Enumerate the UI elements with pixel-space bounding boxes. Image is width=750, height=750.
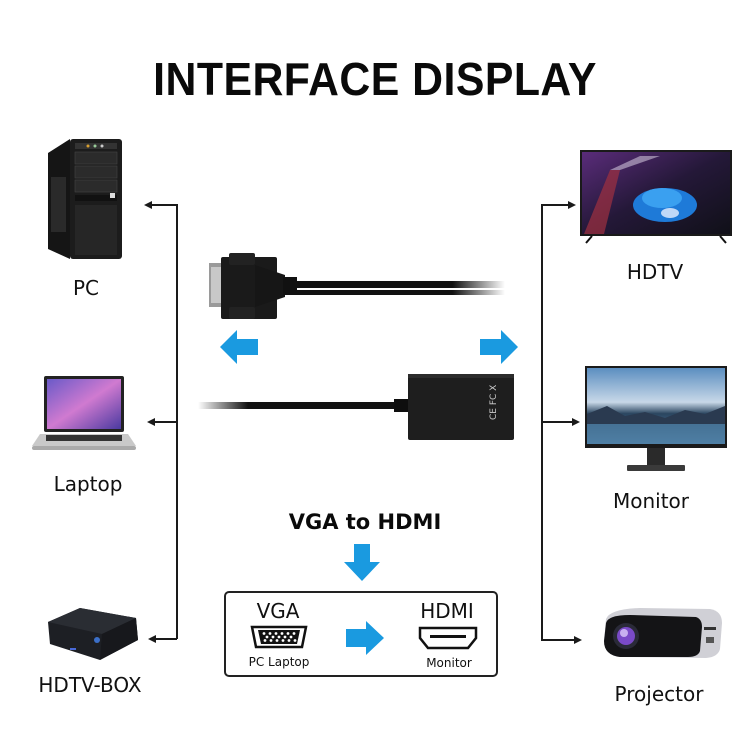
blue-arrow-right-small-icon <box>346 621 384 655</box>
laptop-connector-line <box>154 421 177 423</box>
projector-connector-line <box>541 639 575 641</box>
blue-arrow-left-icon <box>220 330 260 364</box>
vga-label: VGA <box>256 599 300 623</box>
vga-sub-label: PC Laptop <box>248 655 310 669</box>
laptop-arrowhead-icon <box>147 418 155 426</box>
conversion-box: VGA PC Laptop HDMI Monitor <box>224 591 498 677</box>
tvbox-arrowhead-icon <box>148 635 156 643</box>
pc-connector-line <box>150 204 177 206</box>
blue-arrow-right-icon <box>478 330 518 364</box>
output-label-hdtv: HDTV <box>626 260 684 284</box>
page-title: INTERFACE DISPLAY <box>153 53 597 105</box>
monitor-arrowhead-icon <box>572 418 580 426</box>
adapter-marks: CE FC X <box>489 385 499 420</box>
output-label-projector: Projector <box>614 682 704 706</box>
blue-arrow-down-icon <box>344 544 380 582</box>
monitor-icon <box>585 366 727 474</box>
hdtv-arrowhead-icon <box>568 201 576 209</box>
monitor-connector-line <box>541 421 573 423</box>
source-label-hdtv-box: HDTV-BOX <box>38 673 142 697</box>
pc-tower-icon <box>48 137 122 259</box>
hdtv-connector-line <box>541 204 569 206</box>
projector-icon <box>600 605 724 663</box>
vga-port-icon <box>250 625 308 649</box>
source-label-pc: PC <box>72 276 100 300</box>
laptop-icon <box>32 376 140 452</box>
source-label-laptop: Laptop <box>53 472 123 496</box>
tv-icon <box>580 150 732 244</box>
conversion-heading: VGA to HDMI <box>288 510 442 534</box>
tv-box-icon <box>44 606 140 664</box>
hdmi-sub-label: Monitor <box>426 656 472 670</box>
output-label-monitor: Monitor <box>612 489 690 513</box>
hdmi-adapter-icon: CE FC X <box>198 370 518 442</box>
vga-connector-icon <box>205 253 505 323</box>
hdmi-label: HDMI <box>420 599 474 623</box>
tvbox-connector-line <box>155 638 177 640</box>
projector-arrowhead-icon <box>574 636 582 644</box>
hdmi-port-icon <box>418 626 478 650</box>
pc-arrowhead-icon <box>144 201 152 209</box>
